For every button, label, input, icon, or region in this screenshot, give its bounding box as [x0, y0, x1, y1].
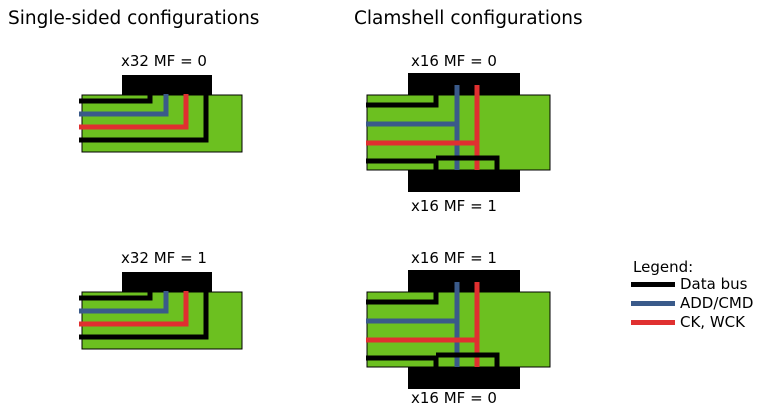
chip-die [81, 291, 243, 350]
clamshell-config-bottom [366, 270, 551, 389]
chip-die [81, 94, 243, 153]
legend-label-data-bus: Data bus [680, 275, 748, 293]
legend-swatch-ck-wck [631, 320, 675, 325]
data-bus-line [79, 94, 209, 143]
legend-swatch-add-cmd [631, 301, 675, 306]
package-top [408, 270, 520, 292]
clamshell-header: Clamshell configurations [354, 8, 583, 29]
clamshell-config-top [366, 73, 551, 192]
single-sided-config-mf1 [79, 272, 243, 350]
label-clam-top-above: x16 MF = 0 [411, 52, 497, 70]
add-cmd-line [79, 291, 169, 314]
ck-wck-line [79, 291, 189, 327]
data-bus-line [79, 291, 209, 340]
data-bus-line [366, 94, 439, 108]
label-clam-bottom-below: x16 MF = 0 [411, 389, 497, 407]
label-clam-top-below: x16 MF = 1 [411, 197, 497, 215]
data-bus-line [436, 352, 500, 368]
legend-label-ck-wck: CK, WCK [680, 313, 745, 331]
label-clam-bottom-above: x16 MF = 1 [411, 249, 497, 267]
data-bus-line [79, 291, 153, 301]
label-single-mf0: x32 MF = 0 [121, 52, 207, 70]
legend-swatch-data-bus [631, 282, 675, 287]
single-sided-config-mf0 [79, 75, 243, 153]
package-top [122, 75, 212, 95]
package-bottom [408, 367, 520, 389]
legend-swatches [631, 282, 675, 325]
legend-title: Legend: [633, 258, 694, 276]
legend-label-add-cmd: ADD/CMD [680, 294, 754, 312]
label-single-mf1: x32 MF = 1 [121, 249, 207, 267]
package-bottom [408, 170, 520, 192]
data-bus-line [366, 355, 439, 368]
data-bus-line [366, 158, 439, 171]
add-cmd-line [79, 94, 169, 117]
data-bus-line [366, 291, 439, 305]
ck-wck-line [79, 94, 189, 130]
single-sided-header: Single-sided configurations [8, 8, 260, 29]
data-bus-line [79, 94, 153, 104]
package-top [122, 272, 212, 292]
package-top [408, 73, 520, 95]
data-bus-line [436, 155, 500, 171]
